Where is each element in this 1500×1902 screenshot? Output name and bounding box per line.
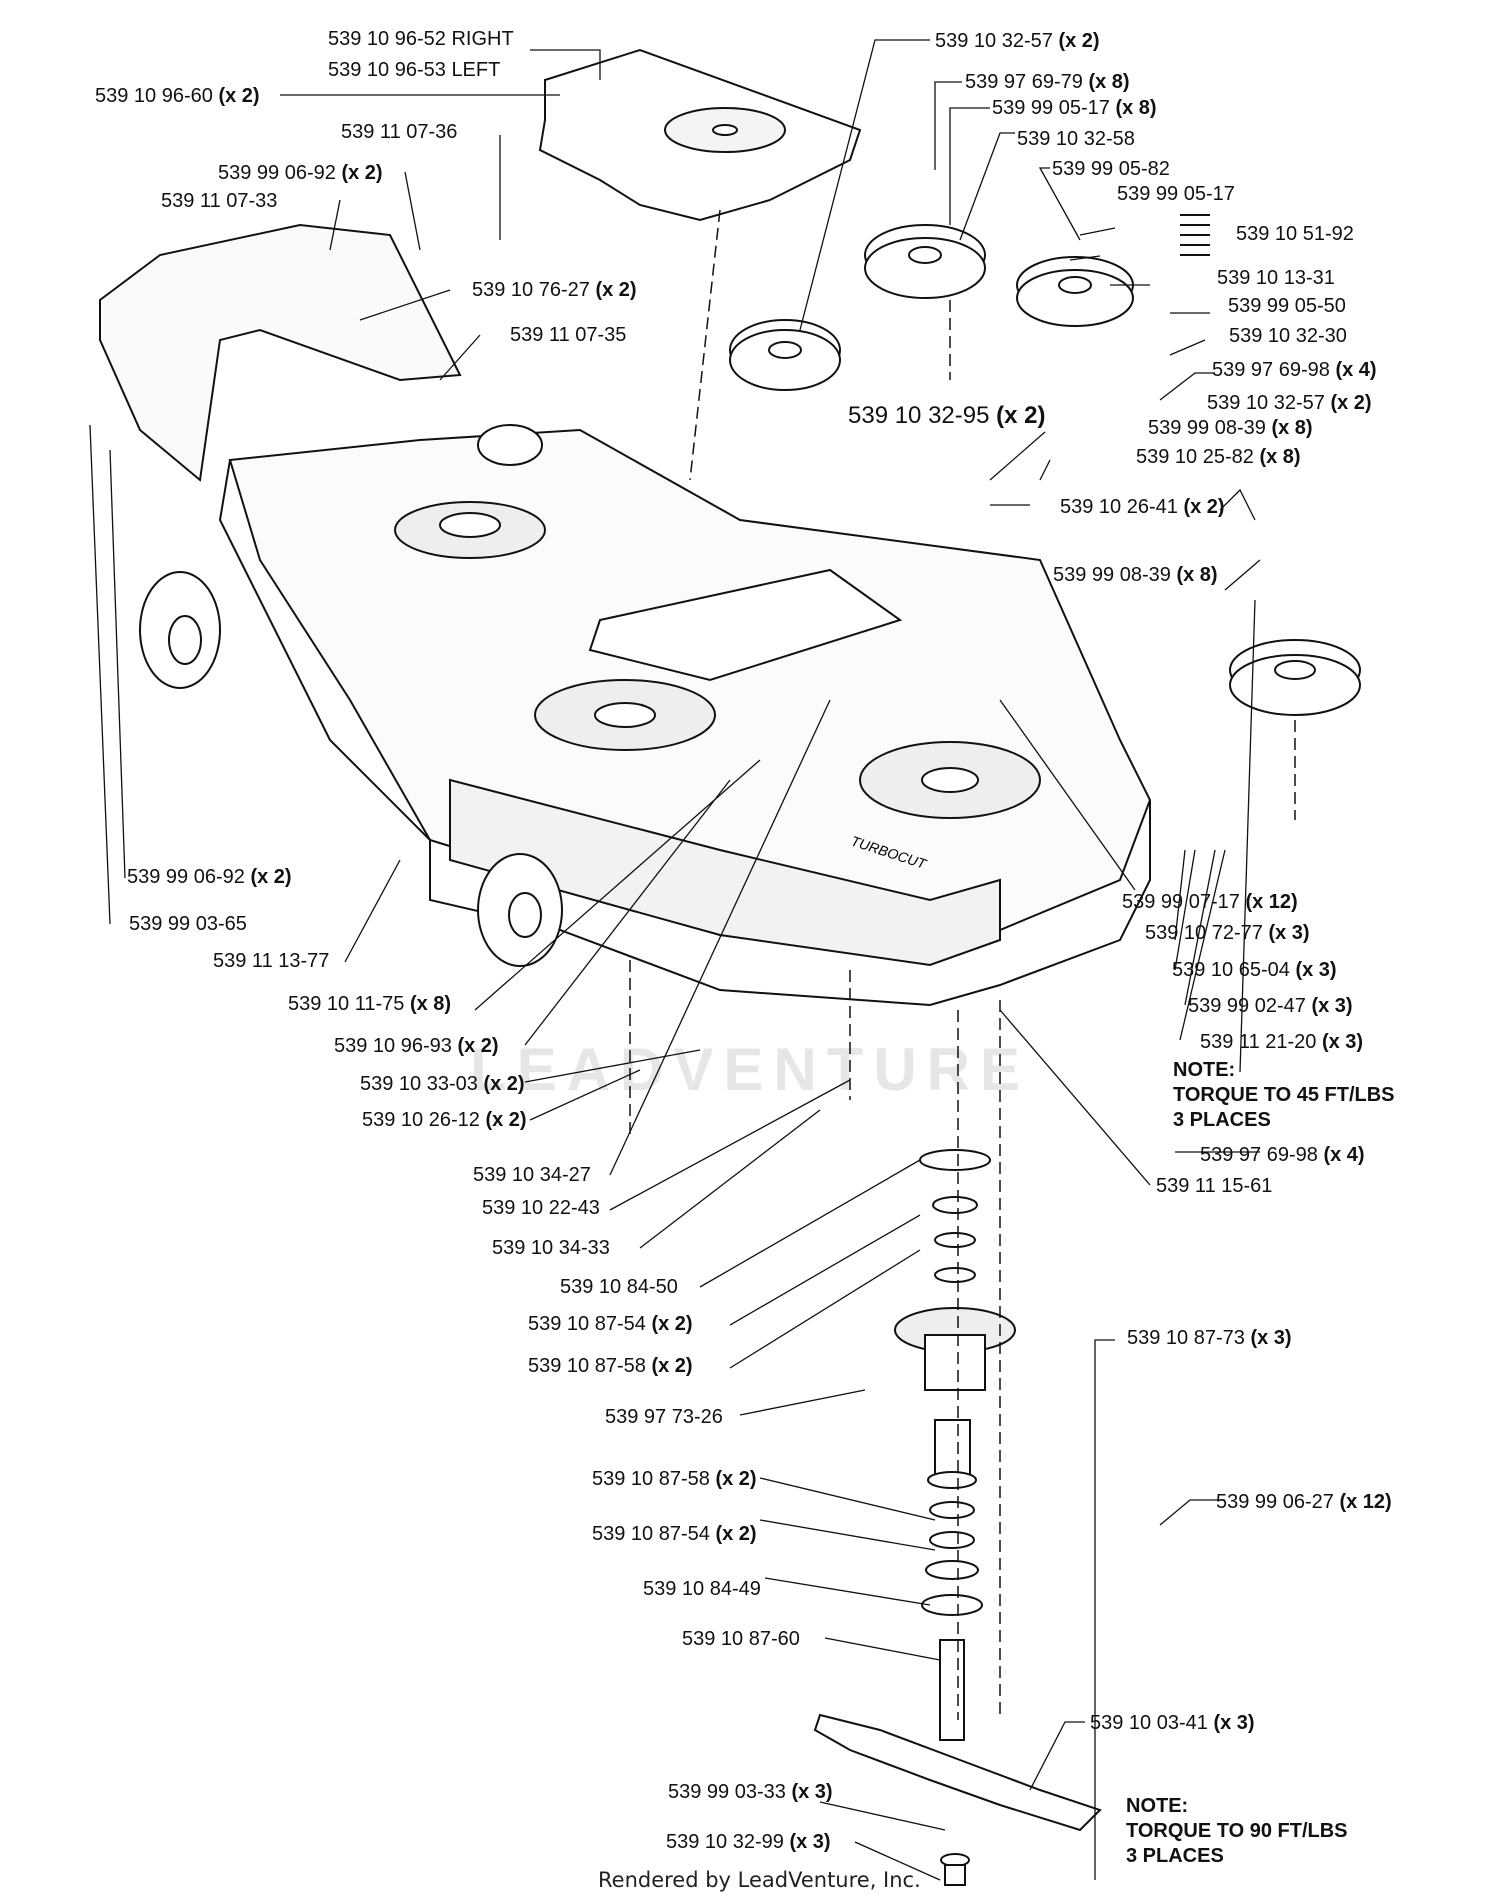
part-label: 539 10 51-92 — [1236, 223, 1354, 245]
belt-cover-plate — [588, 568, 903, 682]
part-label: 539 11 07-33 — [161, 190, 278, 212]
part-label: 539 99 06-27 (x 12) — [1216, 1491, 1392, 1513]
part-label: 539 97 69-98 (x 4) — [1212, 359, 1377, 381]
part-label: 539 97 69-98 (x 4) — [1200, 1144, 1365, 1166]
watermark: LEADVENTURE — [470, 1036, 1031, 1103]
part-label: 539 99 06-92 (x 2) — [127, 866, 292, 888]
idler-pulley-center — [864, 224, 986, 299]
part-label: 539 10 96-60 (x 2) — [95, 85, 260, 107]
part-label: 539 99 08-39 (x 8) — [1053, 564, 1218, 586]
part-label: 539 11 15-61 — [1156, 1175, 1273, 1197]
deck-wheel-rear — [477, 424, 543, 466]
part-label: 539 10 22-43 — [482, 1197, 600, 1219]
part-label: 539 11 13-77 — [213, 950, 330, 972]
part-label: 539 99 08-39 (x 8) — [1148, 417, 1313, 439]
idler-pulley-right — [1016, 256, 1134, 327]
part-label: 539 10 13-31 — [1217, 267, 1335, 289]
part-label: 539 10 32-99 (x 3) — [666, 1831, 831, 1853]
part-label: 539 10 34-33 — [492, 1237, 610, 1259]
part-label: 539 10 26-41 (x 2) — [1060, 496, 1225, 518]
part-label: 539 99 05-17 (x 8) — [992, 97, 1157, 119]
part-label: 539 99 05-82 — [1052, 158, 1170, 180]
deck-side — [218, 459, 1151, 1007]
part-label: 539 11 21-20 (x 3) — [1200, 1031, 1364, 1053]
part-label: 539 11 07-36 — [341, 121, 458, 143]
spindle-sleeve — [934, 1419, 971, 1479]
part-label: 539 10 03-41 (x 3) — [1090, 1712, 1255, 1734]
part-label: 539 10 34-27 — [473, 1164, 591, 1186]
torque-note-45: NOTE: TORQUE TO 45 FT/LBS 3 PLACES — [1173, 1059, 1395, 1131]
part-label: 539 99 03-33 (x 3) — [668, 1781, 833, 1803]
part-label: 539 10 87-73 (x 3) — [1127, 1327, 1292, 1349]
part-label: 539 10 25-82 (x 8) — [1136, 446, 1301, 468]
part-label: 539 10 32-58 — [1017, 128, 1135, 150]
part-label: 539 99 07-17 (x 12) — [1122, 891, 1298, 913]
part-label: 539 10 32-30 — [1229, 325, 1347, 347]
torque-note-90: NOTE: TORQUE TO 90 FT/LBS 3 PLACES — [1126, 1795, 1348, 1867]
part-label: 539 99 03-65 — [129, 913, 247, 935]
part-label: 539 10 33-03 (x 2) — [360, 1073, 525, 1095]
part-label: 539 10 65-04 (x 3) — [1172, 959, 1337, 981]
part-label: 539 10 32-57 (x 2) — [935, 30, 1100, 52]
part-label: 539 10 76-27 (x 2) — [472, 279, 637, 301]
mower-blade — [813, 1713, 1102, 1832]
part-label: 539 10 87-58 (x 2) — [592, 1468, 757, 1490]
part-label: 539 99 05-17 — [1117, 183, 1235, 205]
spring — [1180, 214, 1210, 256]
spindle-shaft — [939, 1639, 965, 1741]
part-label: 539 10 87-54 (x 2) — [528, 1313, 693, 1335]
idler-pulley-left — [729, 319, 841, 391]
part-label: 539 10 96-52 RIGHT — [328, 28, 514, 50]
part-label: 539 10 87-58 (x 2) — [528, 1355, 693, 1377]
part-label: 539 99 06-92 (x 2) — [218, 162, 383, 184]
part-label: 539 10 87-60 — [682, 1628, 800, 1650]
footer-credit: Rendered by LeadVenture, Inc. — [598, 1868, 921, 1892]
part-label: 539 10 96-53 LEFT — [328, 59, 501, 81]
discharge-chute — [99, 223, 462, 482]
part-label: 539 10 87-54 (x 2) — [592, 1523, 757, 1545]
spindle-bushing — [919, 1149, 991, 1171]
part-label: 539 97 73-26 — [605, 1406, 723, 1428]
part-label: 539 10 32-57 (x 2) — [1207, 392, 1372, 414]
part-label: 539 97 69-79 (x 8) — [965, 71, 1130, 93]
part-label: 539 10 72-77 (x 3) — [1145, 922, 1310, 944]
part-label: 539 10 84-49 — [643, 1578, 761, 1600]
part-label: 539 10 11-75 (x 8) — [288, 993, 452, 1015]
part-label: 539 10 26-12 (x 2) — [362, 1109, 527, 1131]
part-label: 539 10 96-93 (x 2) — [334, 1035, 499, 1057]
part-label: 539 10 32-95 (x 2) — [848, 402, 1046, 429]
part-label: 539 99 05-50 — [1228, 295, 1346, 317]
spindle-housing-body — [924, 1334, 986, 1391]
part-label: 539 10 84-50 — [560, 1276, 678, 1298]
part-label: 539 99 02-47 (x 3) — [1188, 995, 1353, 1017]
spindle-pulley-right — [1229, 639, 1361, 716]
part-label: 539 11 07-35 — [510, 324, 627, 346]
